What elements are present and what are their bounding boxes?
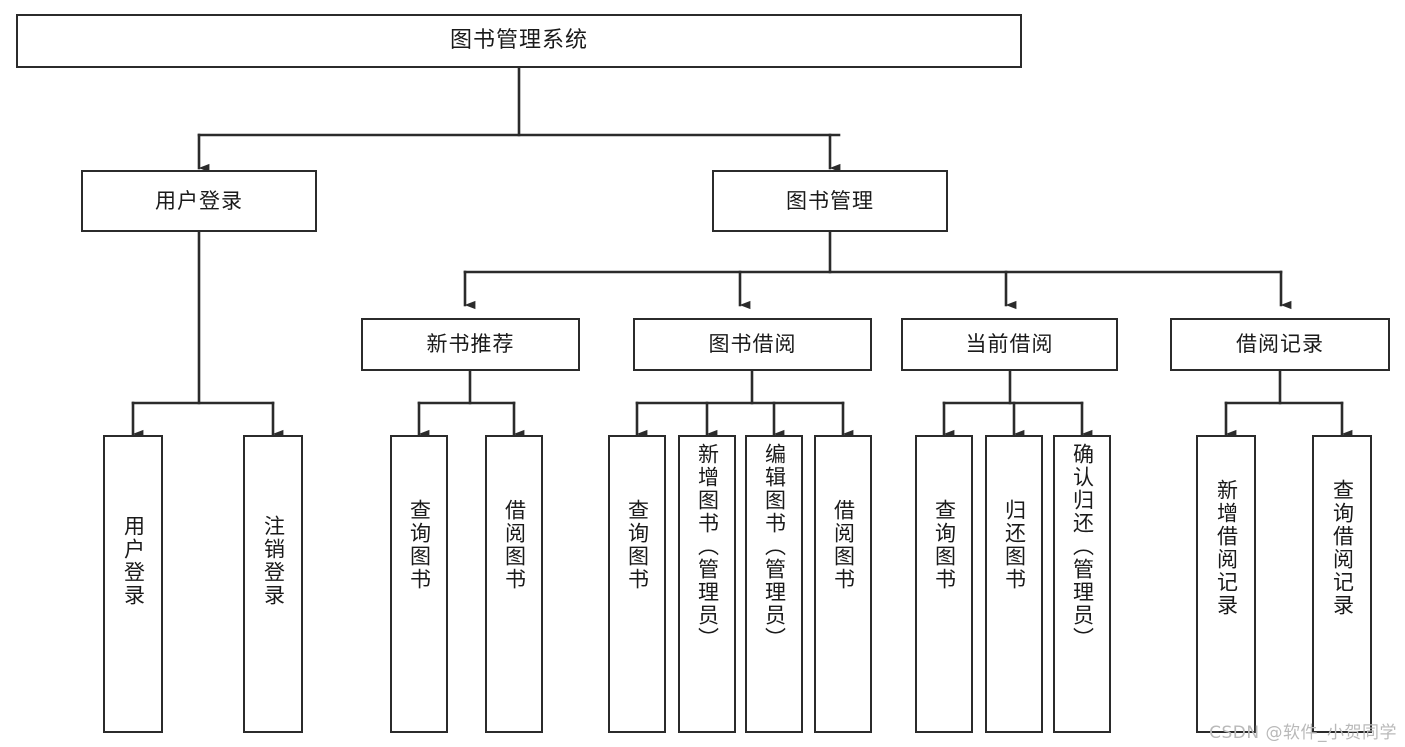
leaf-user-login-label: 用户登录 xyxy=(121,515,146,607)
node-user-login-label: 用户登录 xyxy=(155,188,243,213)
leaf-add-book-admin-label: 新增图书（管理员） xyxy=(695,443,720,650)
node-new-book-recommend[interactable]: 新书推荐 xyxy=(361,318,580,371)
leaf-confirm-return-admin[interactable]: 确认归还（管理员） xyxy=(1053,435,1111,733)
leaf-edit-book-admin[interactable]: 编辑图书（管理员） xyxy=(745,435,803,733)
node-user-login[interactable]: 用户登录 xyxy=(81,170,317,232)
leaf-search-book-recommend[interactable]: 查询图书 xyxy=(390,435,448,733)
leaf-user-login[interactable]: 用户登录 xyxy=(103,435,163,733)
leaf-search-book-current[interactable]: 查询图书 xyxy=(915,435,973,733)
node-root[interactable]: 图书管理系统 xyxy=(16,14,1022,68)
node-book-borrow[interactable]: 图书借阅 xyxy=(633,318,872,371)
leaf-add-book-admin[interactable]: 新增图书（管理员） xyxy=(678,435,736,733)
node-book-borrow-label: 图书借阅 xyxy=(708,332,797,357)
leaf-search-book-borrow[interactable]: 查询图书 xyxy=(608,435,666,733)
leaf-logout-label: 注销登录 xyxy=(261,515,286,607)
leaf-search-book-current-label: 查询图书 xyxy=(932,499,957,591)
node-borrow-records[interactable]: 借阅记录 xyxy=(1170,318,1390,371)
leaf-borrow-book-recommend-label: 借阅图书 xyxy=(502,499,527,591)
leaf-return-book-label: 归还图书 xyxy=(1002,499,1027,591)
leaf-add-borrow-record-label: 新增借阅记录 xyxy=(1214,479,1239,617)
leaf-edit-book-admin-label: 编辑图书（管理员） xyxy=(762,443,787,650)
node-root-label: 图书管理系统 xyxy=(449,28,588,54)
node-current-borrow-label: 当前借阅 xyxy=(965,332,1054,357)
leaf-borrow-book-recommend[interactable]: 借阅图书 xyxy=(485,435,543,733)
leaf-logout[interactable]: 注销登录 xyxy=(243,435,303,733)
node-book-management-label: 图书管理 xyxy=(786,188,874,213)
leaf-add-borrow-record[interactable]: 新增借阅记录 xyxy=(1196,435,1256,733)
leaf-confirm-return-admin-label: 确认归还（管理员） xyxy=(1070,443,1095,650)
leaf-search-borrow-record-label: 查询借阅记录 xyxy=(1330,479,1355,617)
node-book-management[interactable]: 图书管理 xyxy=(712,170,948,232)
node-borrow-records-label: 借阅记录 xyxy=(1236,332,1324,357)
leaf-search-book-borrow-label: 查询图书 xyxy=(625,499,650,591)
leaf-return-book[interactable]: 归还图书 xyxy=(985,435,1043,733)
leaf-search-borrow-record[interactable]: 查询借阅记录 xyxy=(1312,435,1372,733)
leaf-search-book-recommend-label: 查询图书 xyxy=(407,499,432,591)
node-current-borrow[interactable]: 当前借阅 xyxy=(901,318,1118,371)
leaf-borrow-book-label: 借阅图书 xyxy=(831,499,856,591)
leaf-borrow-book[interactable]: 借阅图书 xyxy=(814,435,872,733)
node-new-book-recommend-label: 新书推荐 xyxy=(426,332,515,357)
